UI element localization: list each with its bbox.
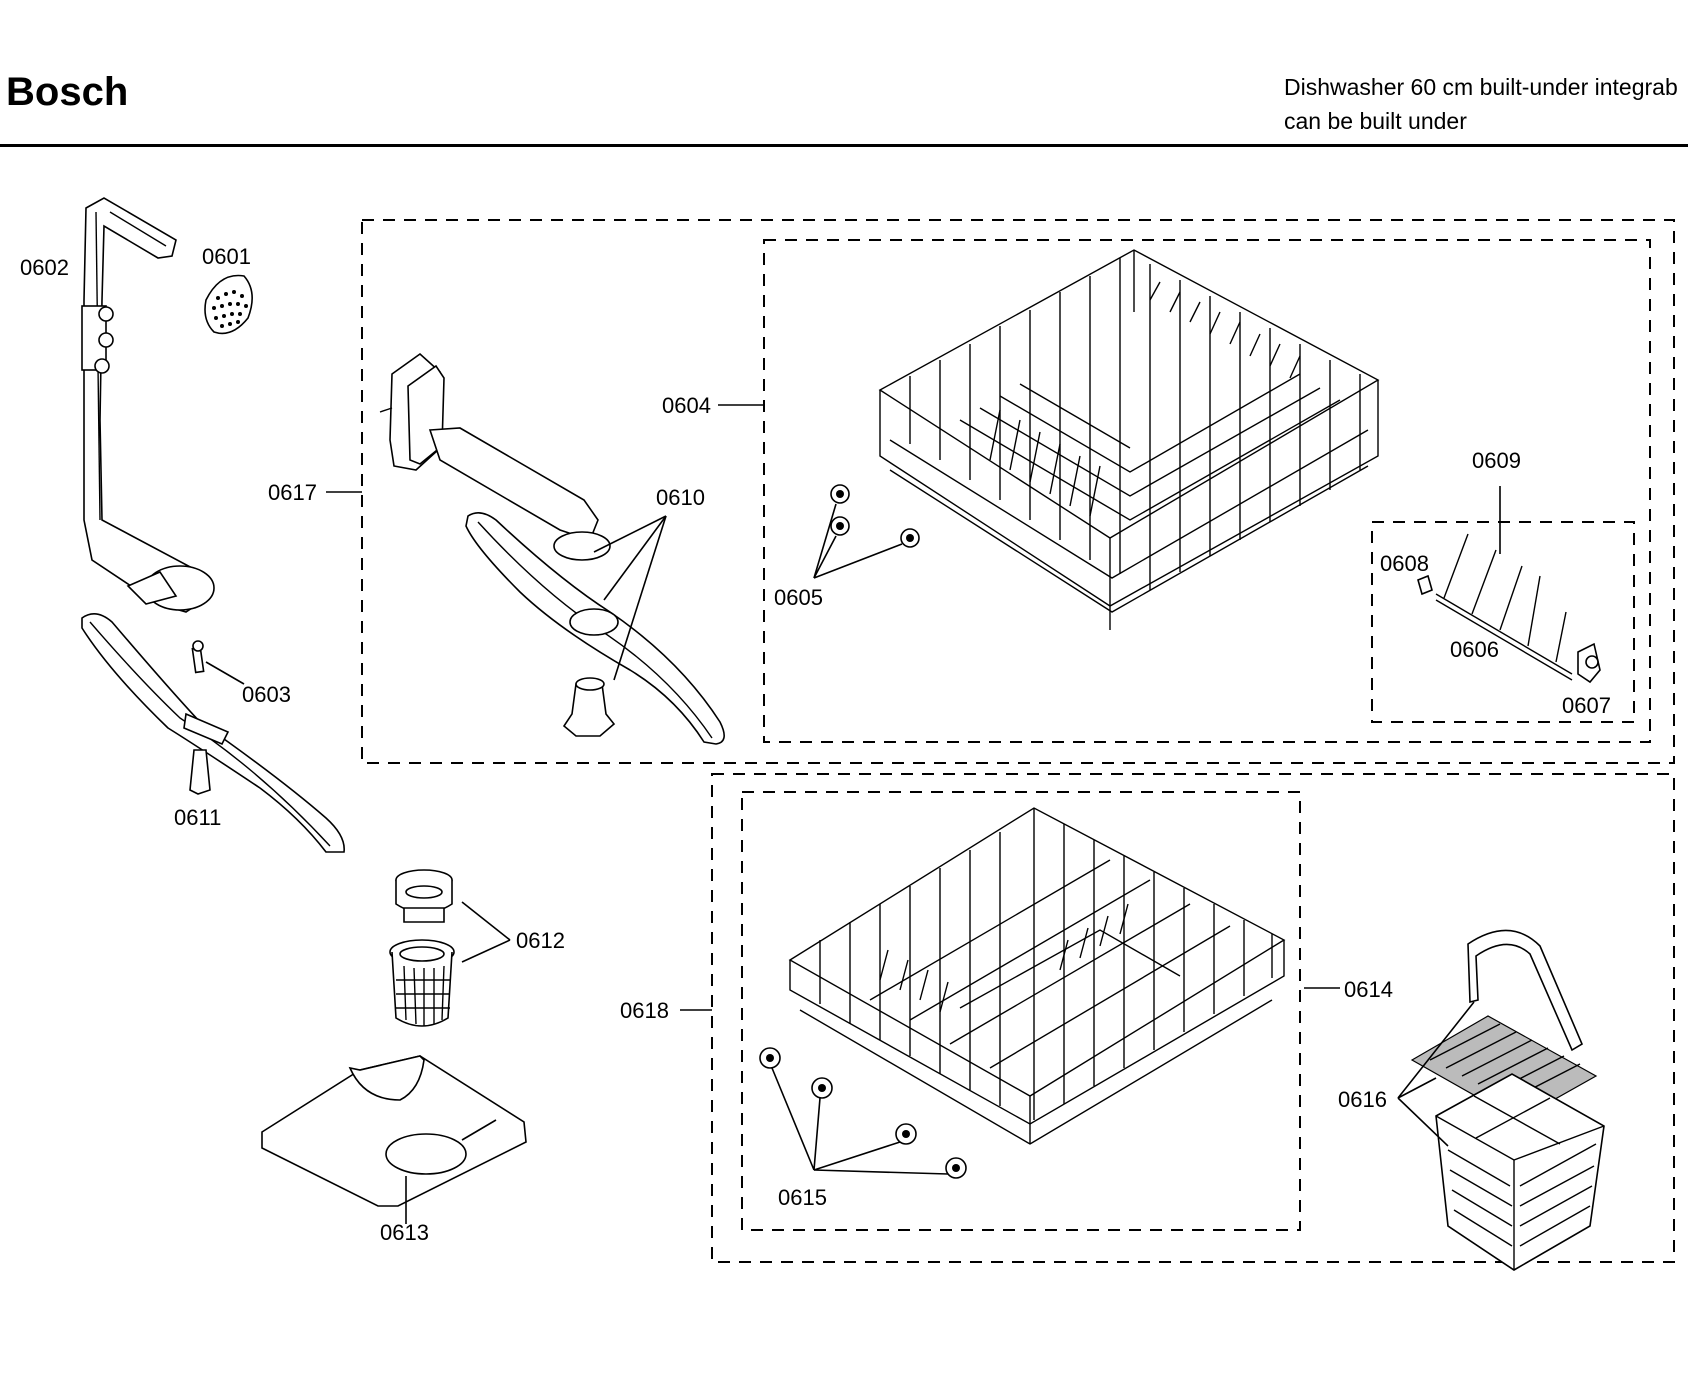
- label-0605: 0605: [774, 585, 823, 610]
- part-0617-upper-spray-supply: [379, 352, 611, 561]
- part-0605-rack-wheels: [813, 484, 920, 579]
- label-0612: 0612: [516, 928, 565, 953]
- label-0601: 0601: [202, 244, 251, 269]
- label-0609: 0609: [1472, 448, 1521, 473]
- group-box-lower-assembly: [711, 773, 1675, 1263]
- part-0616-cutlery-basket: [1397, 929, 1605, 1271]
- part-0607-tine-clip: [1577, 642, 1601, 684]
- label-0607: 0607: [1562, 693, 1611, 718]
- label-0611: 0611: [174, 805, 221, 830]
- part-0615-rack-wheels: [759, 1047, 967, 1179]
- group-box-tine-row: [1371, 521, 1635, 723]
- part-0602-supply-pipe: [81, 197, 215, 613]
- label-0610: 0610: [656, 485, 705, 510]
- label-0615: 0615: [778, 1185, 827, 1210]
- label-0603: 0603: [242, 682, 291, 707]
- label-0614: 0614: [1344, 977, 1393, 1002]
- label-0602: 0602: [20, 255, 69, 280]
- label-0606: 0606: [1450, 637, 1499, 662]
- part-0604-upper-rack: [878, 249, 1380, 630]
- part-0611-lower-spray-arm: [81, 613, 345, 853]
- part-0601-filter-cap: [204, 274, 253, 335]
- label-0608: 0608: [1380, 551, 1429, 576]
- group-box-upper-assembly: [361, 219, 1675, 764]
- part-0614-lower-rack: [788, 807, 1340, 1145]
- product-subtitle: can be built under: [1284, 108, 1467, 134]
- label-0616: 0616: [1338, 1087, 1387, 1112]
- part-0612-filter-set: [389, 869, 511, 1027]
- label-0617: 0617: [268, 480, 317, 505]
- product-title: Dishwasher 60 cm built-under integrab: [1284, 74, 1678, 100]
- header-divider: [0, 144, 1688, 147]
- group-box-upper-rack: [763, 239, 1651, 743]
- part-0613-sump-plate: [261, 1055, 527, 1224]
- part-0608-tine-clip: [1417, 574, 1433, 596]
- group-box-lower-rack: [741, 791, 1301, 1231]
- label-0618: 0618: [620, 998, 669, 1023]
- part-0610-upper-spray-arm: [465, 512, 725, 745]
- brand-title: Bosch: [6, 70, 129, 114]
- label-0604: 0604: [662, 393, 711, 418]
- label-0613: 0613: [380, 1220, 429, 1245]
- part-0603-pin: [191, 640, 245, 685]
- part-0606-tine-row: [1435, 533, 1573, 681]
